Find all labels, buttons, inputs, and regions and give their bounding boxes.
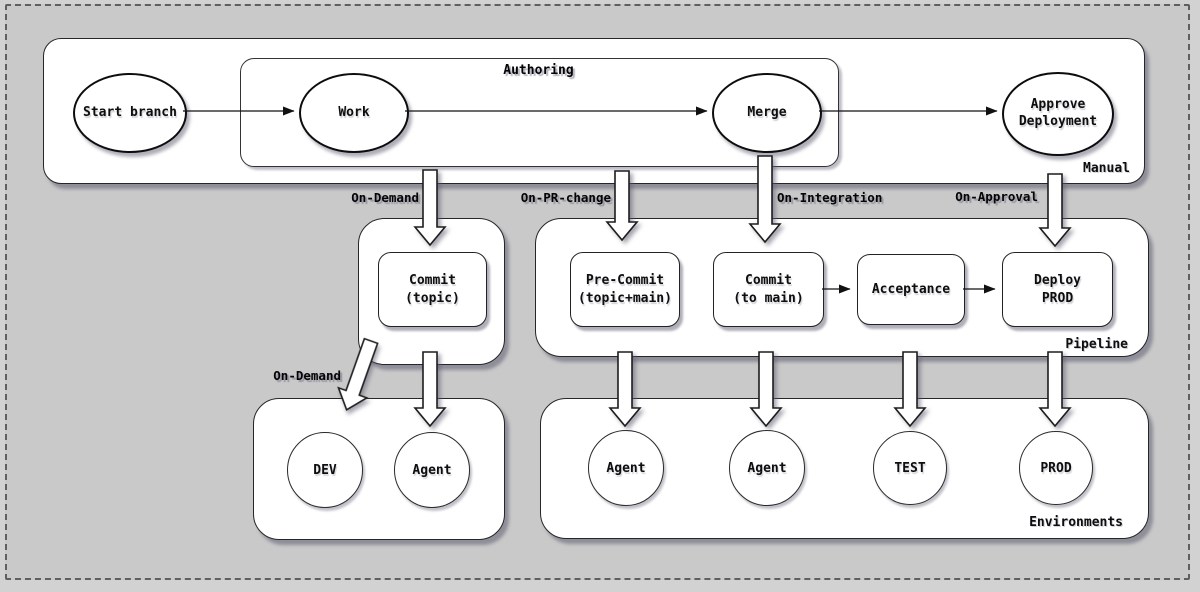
- node-commit-main: Commit (to main): [713, 252, 824, 327]
- pipeline-group-label: Pipeline: [1065, 337, 1128, 352]
- authoring-group-label: Authoring: [503, 63, 574, 78]
- node-acceptance: Acceptance: [857, 254, 965, 325]
- node-env-test: TEST: [873, 431, 947, 505]
- node-pre-commit: Pre-Commit (topic+main): [570, 252, 680, 327]
- node-commit-topic: Commit (topic): [378, 252, 487, 327]
- node-work: Work: [299, 73, 409, 153]
- node-env-prod: PROD: [1019, 431, 1093, 505]
- node-env-agent-topic: Agent: [394, 432, 470, 508]
- node-deploy-prod: Deploy PROD: [1002, 252, 1113, 327]
- node-approve-deployment: Approve Deployment: [1002, 72, 1114, 156]
- trigger-on-demand-env-label: On-Demand: [273, 368, 341, 383]
- node-env-agent-main: Agent: [729, 430, 805, 506]
- trigger-on-demand-label: On-Demand: [351, 190, 419, 205]
- node-start-branch: Start branch: [73, 73, 187, 153]
- trigger-on-integration-label: On-Integration: [777, 190, 883, 205]
- manual-group-label: Manual: [1083, 161, 1130, 176]
- node-env-agent-pre-commit: Agent: [588, 430, 664, 506]
- trigger-on-pr-change-label: On-PR-change: [520, 190, 611, 205]
- environments-group-label: Environments: [1029, 515, 1123, 530]
- node-merge: Merge: [712, 73, 822, 153]
- node-env-dev: DEV: [287, 432, 363, 508]
- trigger-on-approval-label: On-Approval: [955, 189, 1038, 204]
